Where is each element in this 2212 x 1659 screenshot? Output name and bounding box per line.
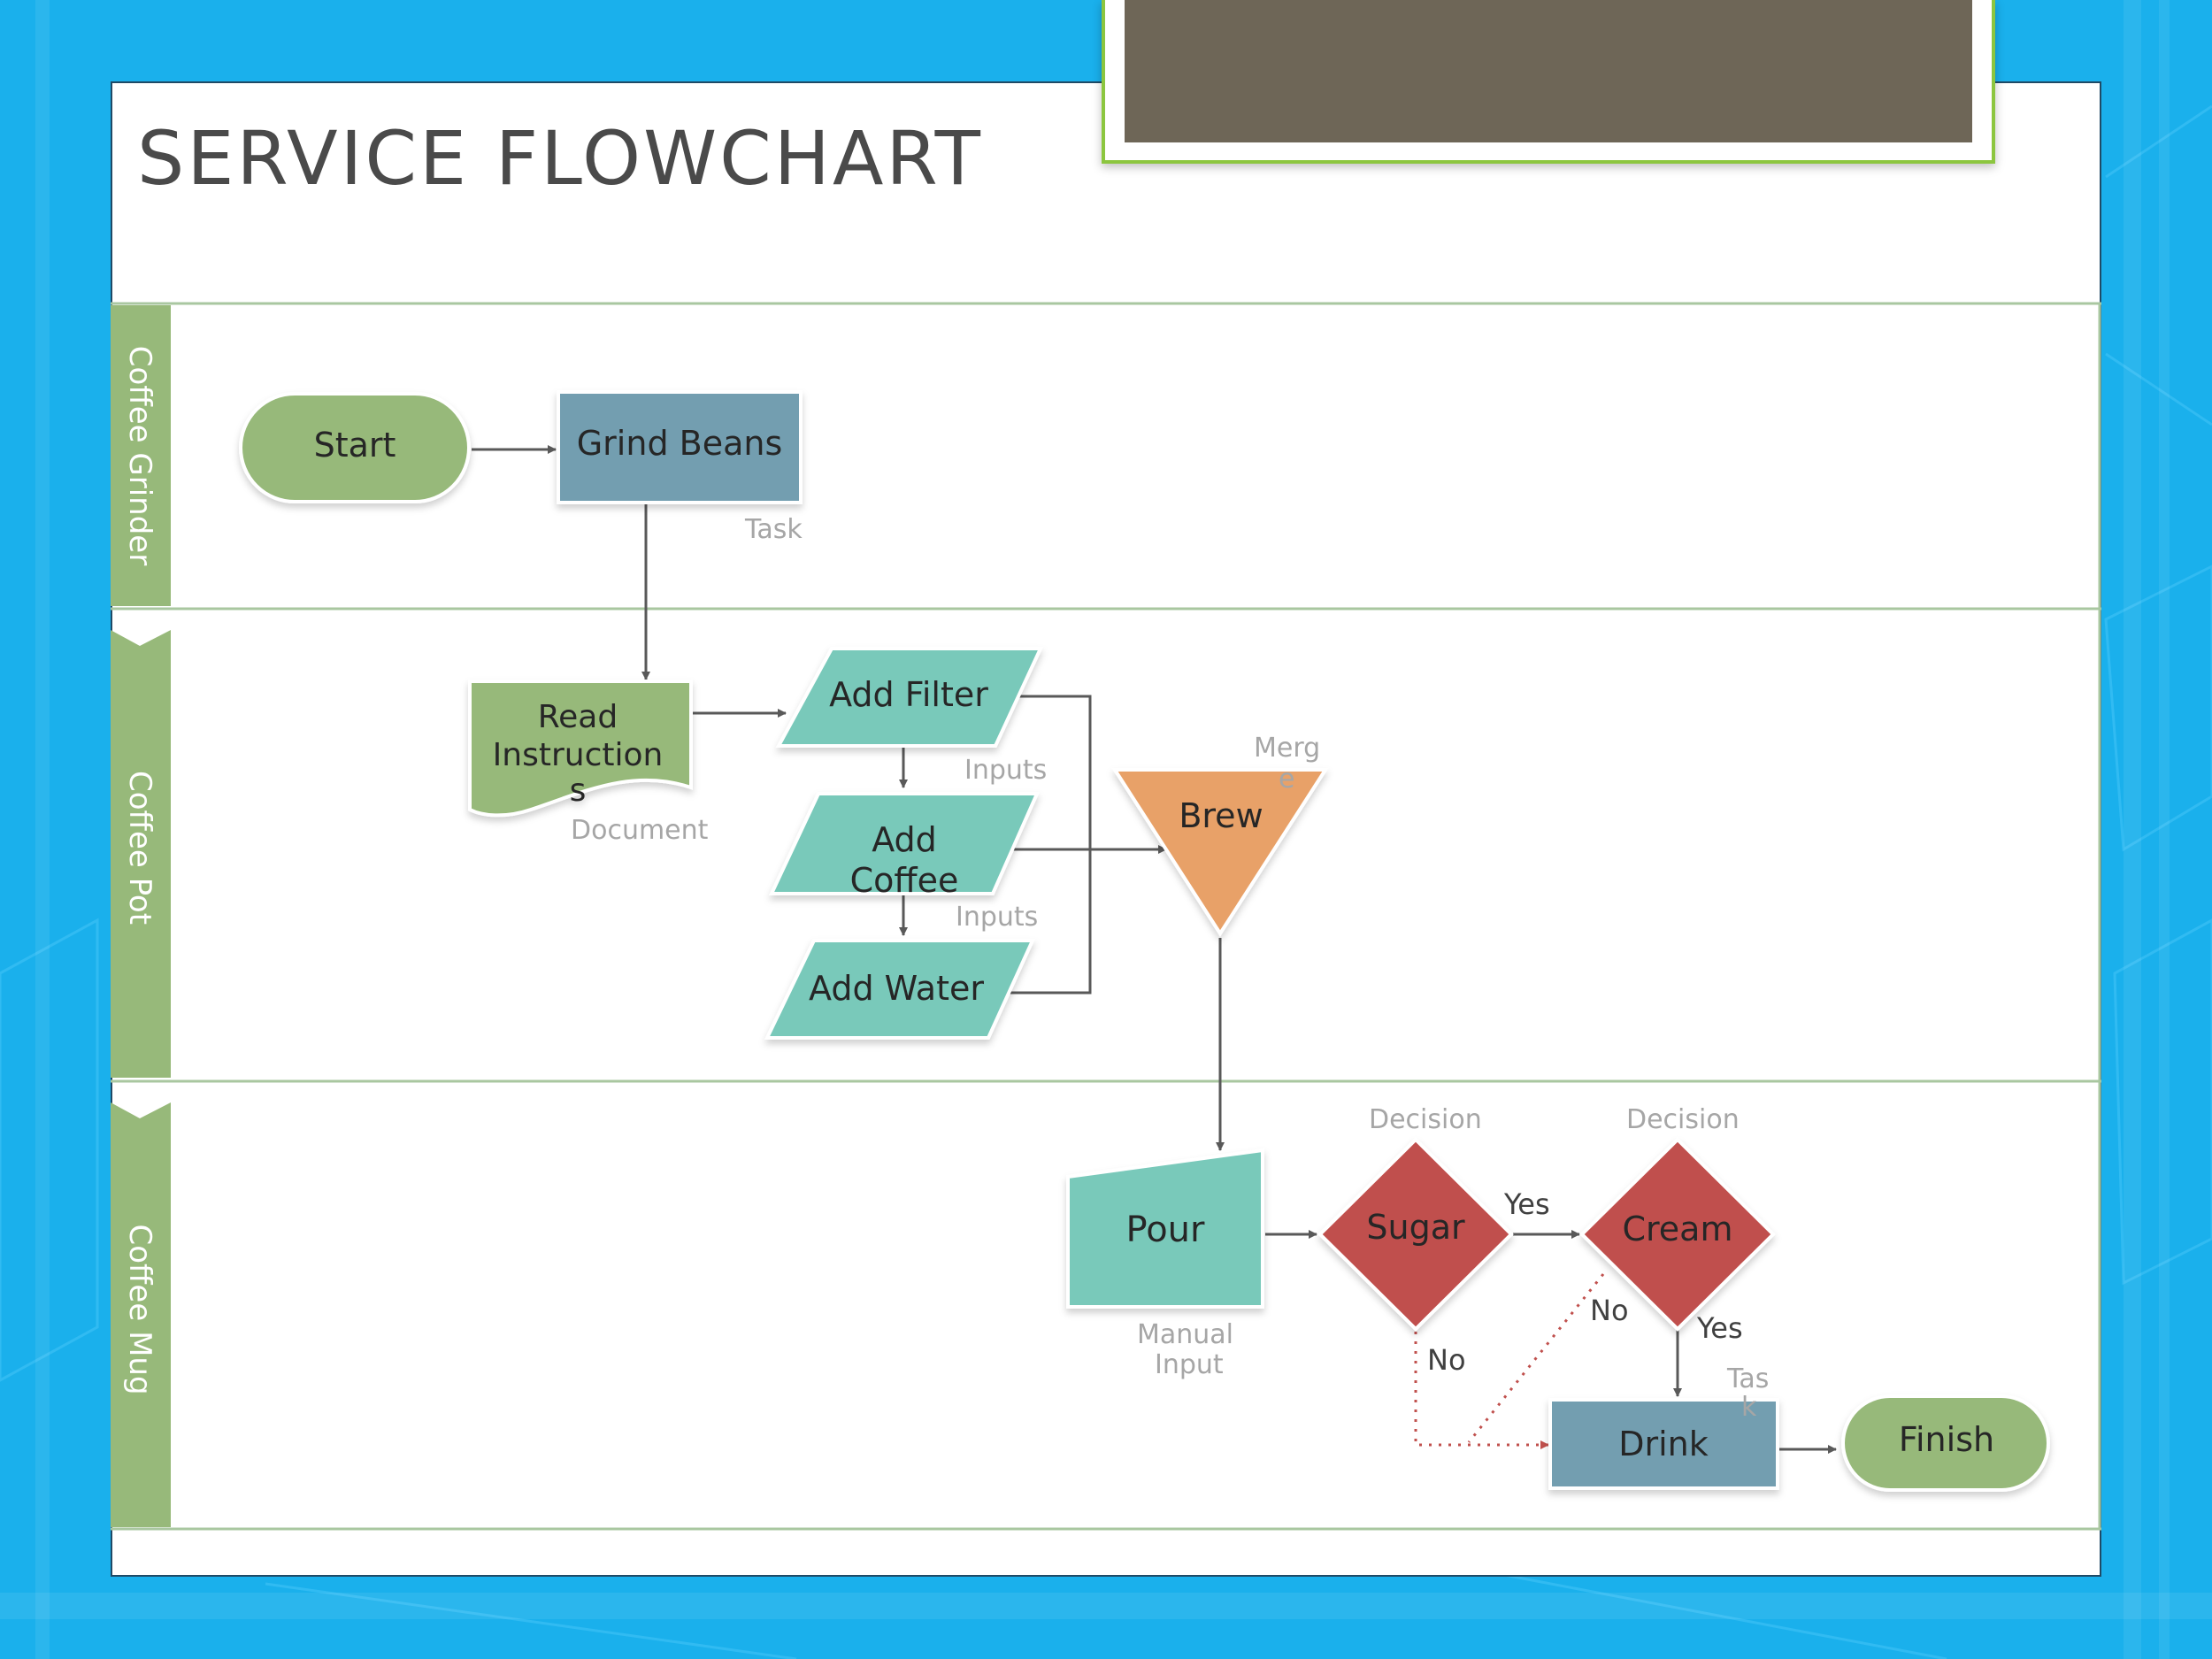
slide-card (111, 81, 2101, 1577)
dotted-connectors (1414, 1273, 1605, 1449)
lane-header-coffee-mug: Coffee Mug (111, 1102, 171, 1527)
annotation-merge-line: Merg (1254, 733, 1320, 764)
edge-cream-drink-no (1467, 1273, 1605, 1443)
lane-label: Coffee Mug (122, 1224, 157, 1394)
photo-frame (1102, 0, 1995, 164)
page-title: SERVICE FLOWCHART (137, 115, 983, 202)
node-label: Add Water (809, 969, 984, 1008)
annotation-inputs: Inputs (956, 902, 1038, 933)
lane-label: Coffee Grinder (122, 346, 157, 565)
edge-labels: Yes No Yes No (1427, 1187, 1743, 1377)
node-label: Finish (1899, 1420, 1994, 1459)
annotation-document: Document (571, 815, 709, 846)
edge-filter-merge (1004, 695, 1092, 995)
edge-label-sugar-no: No (1427, 1343, 1466, 1377)
node-sugar[interactable]: Sugar (1317, 1137, 1514, 1332)
node-label: Pour (1126, 1210, 1206, 1250)
node-label-line: Instruction (493, 737, 664, 773)
edge-label-sugar-yes: Yes (1503, 1187, 1550, 1221)
annotation-task-line: k (1741, 1392, 1757, 1423)
connectors (472, 445, 1837, 1454)
node-grind-beans[interactable]: Grind Beans (557, 390, 803, 504)
node-finish[interactable]: Finish (1841, 1394, 2050, 1492)
edge-label-cream-no: No (1590, 1294, 1629, 1327)
node-start[interactable]: Start (239, 392, 471, 503)
node-label: Start (314, 426, 396, 465)
lane-dividers (111, 302, 2101, 1531)
annotation-merge-line: e (1279, 764, 1294, 795)
annotation-task: Task (744, 514, 803, 545)
node-label: Grind Beans (577, 424, 783, 463)
lane-label: Coffee Pot (122, 771, 157, 925)
node-add-water[interactable]: Add Water (764, 939, 1036, 1040)
lane-header-coffee-pot: Coffee Pot (111, 630, 171, 1078)
annotation-manual-input-line: Manual (1137, 1319, 1233, 1350)
node-label: Sugar (1366, 1208, 1465, 1247)
node-label-line: s (570, 772, 587, 809)
photo-image (1125, 0, 1972, 142)
node-label-line: Coffee (850, 861, 959, 900)
node-read-instructions[interactable]: Read Instruction s (468, 680, 693, 818)
shape-annotations: Task Document Inputs Inputs Merg e Manua… (571, 514, 1769, 1423)
node-label: Brew (1179, 796, 1263, 835)
node-label-line: Add (872, 820, 937, 859)
annotation-task-line: Tas (1726, 1363, 1769, 1394)
annotation-manual-input-line: Input (1155, 1349, 1224, 1380)
node-cream[interactable]: Cream (1579, 1137, 1776, 1332)
node-drink[interactable]: Drink (1548, 1398, 1779, 1490)
annotation-decision: Decision (1369, 1104, 1482, 1135)
node-add-filter[interactable]: Add Filter (775, 647, 1044, 748)
annotation-inputs: Inputs (964, 755, 1047, 786)
node-label: Cream (1622, 1210, 1732, 1248)
node-label: Drink (1618, 1425, 1709, 1463)
node-label: Add Filter (829, 675, 988, 714)
node-pour[interactable]: Pour (1066, 1148, 1264, 1309)
lane-header-coffee-grinder: Coffee Grinder (111, 305, 171, 606)
node-label-line: Read (538, 699, 618, 735)
annotation-decision: Decision (1626, 1104, 1740, 1135)
edge-label-cream-yes: Yes (1696, 1311, 1743, 1345)
node-add-coffee[interactable]: Add Coffee (768, 792, 1041, 900)
node-brew[interactable]: Brew (1111, 768, 1329, 937)
